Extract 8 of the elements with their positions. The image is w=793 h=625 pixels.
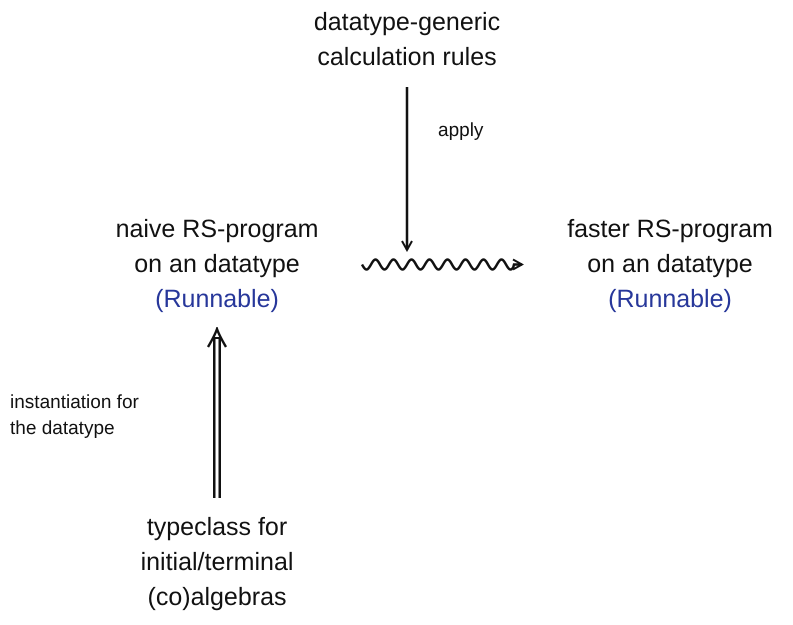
node-note: (Runnable) <box>608 284 732 315</box>
node-label: datatype-generic calculation rules <box>312 7 502 73</box>
node-label: naive RS-program on an datatype <box>114 214 320 280</box>
node-label: typeclass for initial/terminal (co)algebras <box>140 512 294 613</box>
node-label: faster RS-program on an datatype <box>566 214 774 280</box>
node-note: (Runnable) <box>155 284 279 315</box>
arrow <box>401 87 413 251</box>
wavy-arrow <box>360 258 523 271</box>
